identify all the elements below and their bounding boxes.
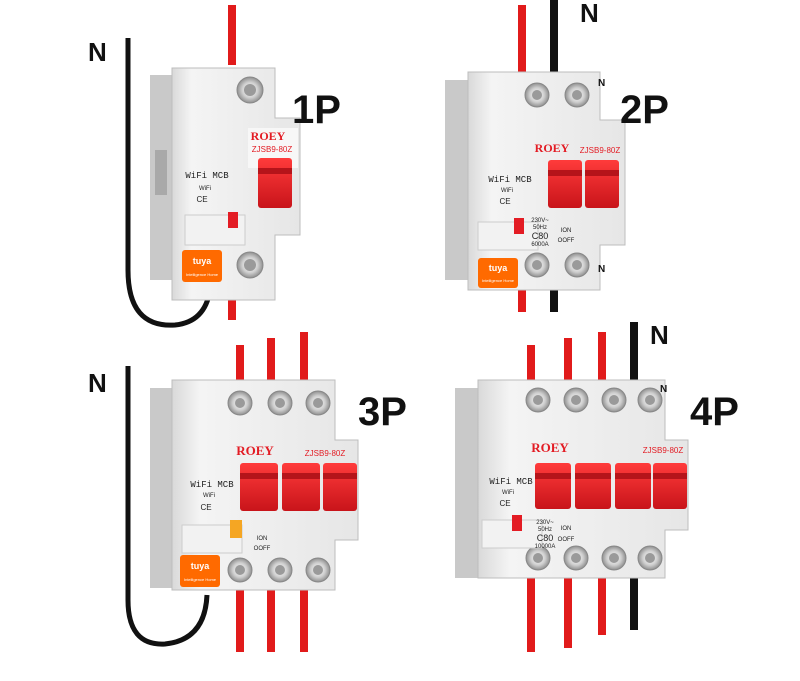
tuya-label: tuya (489, 263, 509, 273)
neutral-terminal-mark: N (660, 384, 667, 395)
live-wire-top (564, 338, 572, 395)
live-wire-top (527, 345, 535, 395)
neutral-terminal-mark: N (598, 78, 605, 89)
model-number: ZJSB9-80Z (580, 146, 621, 155)
ce-mark: CE (499, 197, 510, 206)
model-number: ZJSB9-80Z (643, 446, 684, 455)
toggle-handle (615, 463, 651, 509)
toggle-handle (653, 463, 687, 509)
breaking-capacity: 6000A (531, 242, 548, 248)
wifi-badge: WiFi (501, 188, 513, 194)
live-wire-top (598, 332, 606, 395)
live-wire-bottom (300, 580, 308, 652)
neutral-wire (125, 38, 213, 328)
on-label: ION (561, 228, 572, 234)
toggle-handle (575, 463, 611, 509)
neutral-label-1p: N (88, 37, 107, 67)
neutral-wire (125, 366, 210, 647)
live-wire-bottom (228, 285, 236, 320)
live-wire-bottom (564, 570, 572, 648)
pole-label-1p: 1P (292, 88, 341, 132)
tuya-label: tuya (191, 561, 211, 571)
breaker-2p (445, 0, 626, 312)
wifi-mcb-label: WiFi MCB (488, 175, 532, 185)
voltage-rating: 230V~ (531, 218, 549, 224)
on-label: ION (561, 526, 572, 532)
live-wire-bottom (518, 280, 526, 312)
tuya-badge (180, 555, 220, 587)
voltage-rating: 230V~ (536, 520, 554, 526)
neutral-wire-top (550, 0, 558, 75)
wifi-mcb-label: WiFi MCB (190, 480, 234, 490)
current-rating: C80 (532, 231, 549, 241)
live-wire-top (228, 5, 236, 65)
neutral-terminal-mark: N (598, 264, 605, 275)
neutral-label-4p: N (650, 320, 669, 350)
brand-name: ROEY (535, 141, 570, 155)
toggle-handle (535, 463, 571, 509)
breaker-4p (455, 322, 689, 652)
off-label: OOFF (558, 537, 575, 543)
neutral-label-3p: N (88, 368, 107, 398)
toggle-handle (240, 463, 278, 511)
on-label: ION (257, 536, 268, 542)
model-number: ZJSB9-80Z (305, 449, 346, 458)
current-rating: C80 (537, 533, 554, 543)
ce-mark: CE (200, 503, 211, 512)
tuya-badge (182, 250, 222, 282)
pole-label-2p: 2P (620, 88, 669, 132)
toggle-handle (585, 160, 619, 208)
wifi-mcb-label: WiFi MCB (489, 477, 533, 487)
brand-name: ROEY (236, 443, 274, 458)
live-wire-bottom (598, 570, 606, 635)
live-wire-bottom (527, 570, 535, 652)
wifi-mcb-label: WiFi MCB (185, 171, 229, 181)
ce-mark: CE (499, 499, 510, 508)
tuya-label: tuya (193, 256, 213, 266)
pole-label-3p: 3P (358, 390, 407, 434)
neutral-wire-bottom (550, 280, 558, 312)
tuya-sub-label: Intelligence Home (482, 278, 515, 283)
tuya-sub-label: Intelligence Home (186, 272, 219, 277)
tuya-sub-label: Intelligence Home (184, 577, 217, 582)
live-wire-top (267, 338, 275, 395)
live-wire-bottom (236, 580, 244, 652)
wifi-badge: WiFi (203, 493, 215, 499)
neutral-label-2p: N (580, 0, 599, 28)
toggle-handle (548, 160, 582, 208)
toggle-handle (323, 463, 357, 511)
breaking-capacity: 10000A (535, 544, 556, 550)
neutral-wire-top (630, 322, 638, 395)
tuya-badge (478, 258, 518, 288)
live-wire-top (300, 332, 308, 395)
off-label: OOFF (254, 546, 271, 552)
brand-name: ROEY (531, 440, 569, 455)
breaker-1p (125, 5, 301, 328)
wifi-badge: WiFi (199, 186, 211, 192)
frequency-rating: 50Hz (533, 225, 547, 231)
toggle-handle (258, 158, 292, 208)
brand-name: ROEY (251, 129, 286, 143)
pole-label-4p: 4P (690, 390, 739, 434)
wifi-badge: WiFi (502, 490, 514, 496)
live-wire-bottom (267, 580, 275, 652)
frequency-rating: 50Hz (538, 527, 552, 533)
model-number: ZJSB9-80Z (252, 145, 293, 154)
ce-mark: CE (196, 195, 207, 204)
live-wire-top (236, 345, 244, 395)
toggle-handle (282, 463, 320, 511)
live-wire-top (518, 5, 526, 75)
neutral-wire-bottom (630, 570, 638, 630)
breaker-3p (125, 332, 359, 652)
off-label: OOFF (558, 238, 575, 244)
